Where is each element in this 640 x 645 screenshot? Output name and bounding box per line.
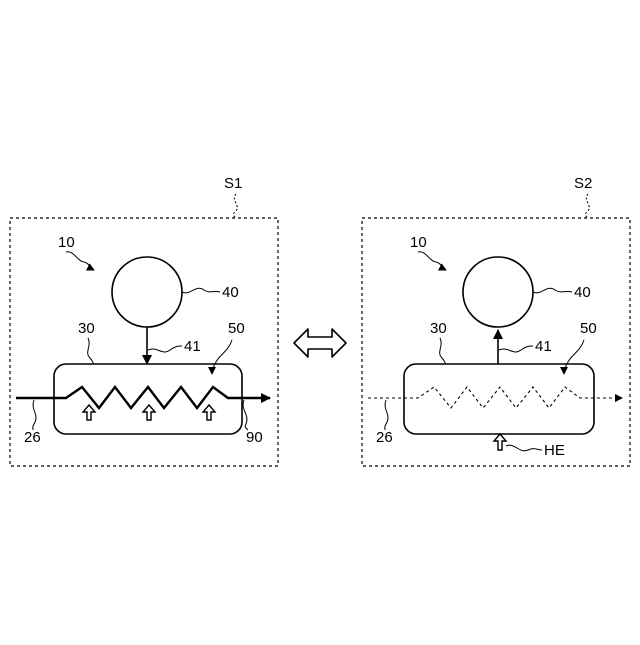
vessel-leader-s1 <box>88 338 94 364</box>
heat-label-s2: HE <box>544 442 565 459</box>
inlet-leader-s2 <box>385 400 388 430</box>
tank-label-s2: 40 <box>574 284 591 301</box>
leader-s2 <box>585 194 589 218</box>
panel-s2: S2 10 40 41 30 50 HE 26 <box>362 175 630 466</box>
leader-s1 <box>233 194 237 218</box>
pipe-leader-s1 <box>148 346 182 352</box>
heat-leader-s2 <box>506 445 542 451</box>
outlet-label-s1: 90 <box>246 429 263 446</box>
vessel-leader-s2 <box>440 338 446 364</box>
tank-circle-s1 <box>112 257 182 327</box>
pipe-label-s1: 41 <box>184 338 201 355</box>
coil-label-s2: 50 <box>580 320 597 337</box>
system-label-s2: 10 <box>410 234 427 251</box>
vessel-box-s2 <box>404 364 594 434</box>
coil-label-s1: 50 <box>228 320 245 337</box>
vessel-box-s1 <box>54 364 242 434</box>
system-label-s1: 10 <box>58 234 75 251</box>
tank-leader-s1 <box>182 288 220 293</box>
state-label-s1: S1 <box>224 175 242 192</box>
state-label-s2: S2 <box>574 175 592 192</box>
tank-circle-s2 <box>463 257 533 327</box>
vessel-label-s1: 30 <box>78 320 95 337</box>
pipe-label-s2: 41 <box>535 338 552 355</box>
inlet-label-s1: 26 <box>24 429 41 446</box>
panel-s1: S1 10 40 41 30 50 26 90 <box>10 175 278 466</box>
outlet-leader-s1 <box>243 400 248 430</box>
vessel-label-s2: 30 <box>430 320 447 337</box>
pipe-leader-s2 <box>499 346 533 352</box>
tank-leader-s2 <box>533 288 572 293</box>
tank-label-s1: 40 <box>222 284 239 301</box>
system-leader-s1 <box>66 252 94 270</box>
external-heat-arrow-s2 <box>494 434 506 450</box>
inlet-leader-s1 <box>33 400 36 430</box>
switch-double-arrow <box>294 329 346 357</box>
inlet-label-s2: 26 <box>376 429 393 446</box>
system-leader-s2 <box>418 252 446 270</box>
